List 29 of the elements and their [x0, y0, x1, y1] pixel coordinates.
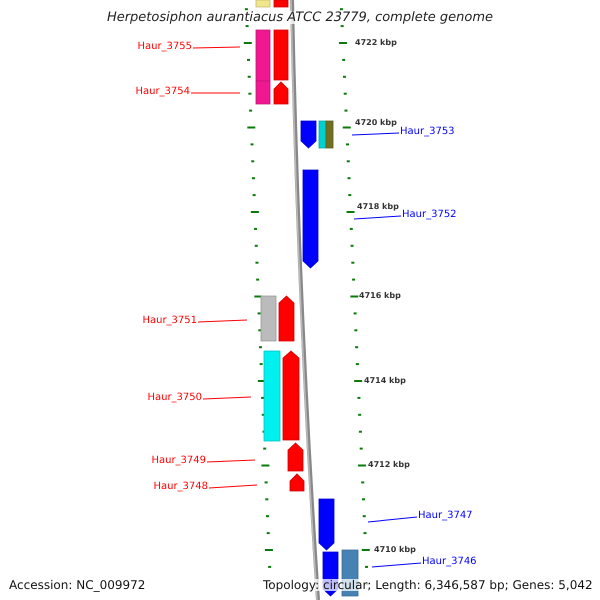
- gene-label: Haur_3752: [402, 210, 457, 220]
- leader-line: [206, 460, 256, 462]
- scale-label: 4714 kbp: [364, 377, 406, 385]
- gene-label: Haur_3749: [151, 456, 206, 466]
- gene-label: Haur_3751: [142, 316, 197, 326]
- gene-label: Haur_3750: [147, 393, 202, 403]
- scale-label: 4718 kbp: [357, 203, 399, 211]
- leader-line: [368, 516, 418, 522]
- leader-line: [352, 132, 400, 136]
- info-text: Accession: NC_009972: [9, 579, 146, 591]
- leader-line: [208, 484, 258, 488]
- gene-label: Haur_3755: [137, 42, 192, 52]
- scale-label: 4710 kbp: [374, 546, 416, 554]
- gene-label: Haur_3748: [153, 482, 208, 492]
- scale-label: 4722 kbp: [355, 39, 397, 47]
- scale-label: 4720 kbp: [355, 119, 397, 127]
- leader-line: [354, 216, 402, 220]
- gene-label: Haur_3746: [422, 557, 477, 567]
- leader-line: [202, 396, 252, 400]
- gene-label: Haur_3753: [400, 127, 455, 137]
- info-text: Topology: circular; Length: 6,346,587 bp; Genes: 5,042: [263, 579, 593, 591]
- leader-line: [190, 92, 240, 94]
- leader-line: [192, 46, 240, 48]
- leader-line: [372, 562, 422, 568]
- scale-label: 4716 kbp: [359, 292, 401, 300]
- gene-label: Haur_3747: [418, 511, 473, 521]
- gene-label: Haur_3754: [135, 87, 190, 97]
- scale-label: 4712 kbp: [368, 461, 410, 469]
- leader-line: [198, 320, 248, 322]
